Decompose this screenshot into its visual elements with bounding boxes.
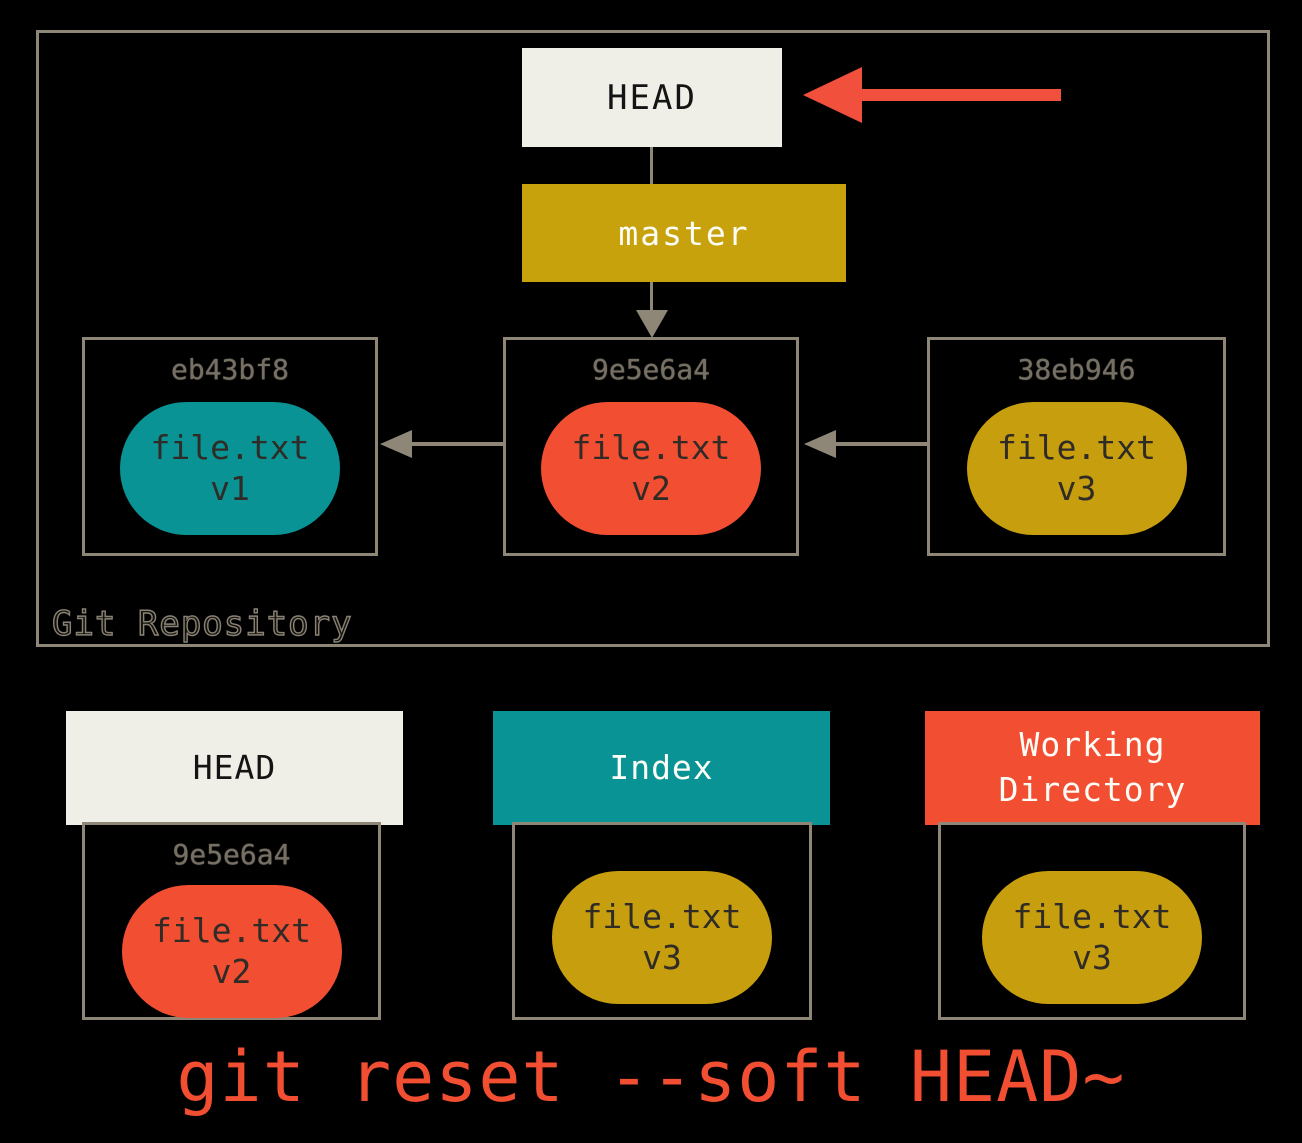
commit-hash: 38eb946 <box>1017 353 1136 386</box>
index-tree-box: file.txt v3 <box>512 822 812 1020</box>
commit-hash: eb43bf8 <box>170 353 289 386</box>
head-tree-title: HEAD <box>192 747 277 787</box>
file-version: v2 <box>211 951 252 991</box>
command-caption: git reset --soft HEAD~ <box>176 1036 1126 1118</box>
head-tree-file-blob: file.txt v2 <box>121 885 342 1018</box>
workdir-tree-header: Working Directory <box>925 711 1260 825</box>
parent-arrowhead-icon-2 <box>804 430 836 458</box>
file-version: v3 <box>642 937 682 977</box>
index-tree-file-blob: file.txt v3 <box>552 871 772 1004</box>
file-version: v2 <box>631 468 671 508</box>
workdir-tree-title: Working Directory <box>998 725 1187 809</box>
file-version: v1 <box>210 468 250 508</box>
git-repository-label: Git Repository <box>51 603 353 644</box>
head-tree-box: 9e5e6a4 file.txt v2 <box>82 822 381 1020</box>
file-version: v3 <box>1056 468 1097 508</box>
file-blob-v2: file.txt v2 <box>541 402 761 535</box>
index-tree-title: Index <box>609 747 714 787</box>
parent-arrow-line-1 <box>412 442 503 446</box>
file-version: v3 <box>1072 937 1112 977</box>
file-name: file.txt <box>150 428 310 468</box>
commit-hash: 9e5e6a4 <box>591 353 710 386</box>
parent-arrowhead-icon-1 <box>380 430 412 458</box>
master-branch-label: master <box>618 213 750 253</box>
file-blob-v3: file.txt v3 <box>966 402 1187 535</box>
head-tree-hash: 9e5e6a4 <box>172 838 291 871</box>
workdir-tree-file-blob: file.txt v3 <box>982 871 1202 1004</box>
master-to-commit-line <box>650 282 653 312</box>
file-name: file.txt <box>582 897 742 937</box>
commit-box-9e5e6a4: 9e5e6a4 file.txt v2 <box>503 337 799 556</box>
file-blob-v1: file.txt v1 <box>120 402 340 535</box>
master-branch-box: master <box>522 184 846 282</box>
head-to-master-line <box>650 147 653 184</box>
git-repository-box <box>36 30 1270 647</box>
file-name: file.txt <box>997 428 1156 468</box>
head-ref-label: HEAD <box>607 77 697 118</box>
parent-arrow-line-2 <box>836 442 927 446</box>
head-tree-header: HEAD <box>66 711 403 825</box>
index-tree-header: Index <box>493 711 830 825</box>
workdir-tree-box: file.txt v3 <box>938 822 1246 1020</box>
commit-box-eb43bf8: eb43bf8 file.txt v1 <box>82 337 378 556</box>
head-ref-box: HEAD <box>522 48 782 147</box>
head-pointer-arrow-body <box>858 89 1061 101</box>
file-name: file.txt <box>1012 897 1172 937</box>
file-name: file.txt <box>152 911 311 951</box>
master-to-commit-arrowhead-icon <box>636 310 668 338</box>
file-name: file.txt <box>571 428 731 468</box>
head-pointer-arrow-icon <box>803 67 862 123</box>
commit-box-38eb946: 38eb946 file.txt v3 <box>927 337 1226 556</box>
